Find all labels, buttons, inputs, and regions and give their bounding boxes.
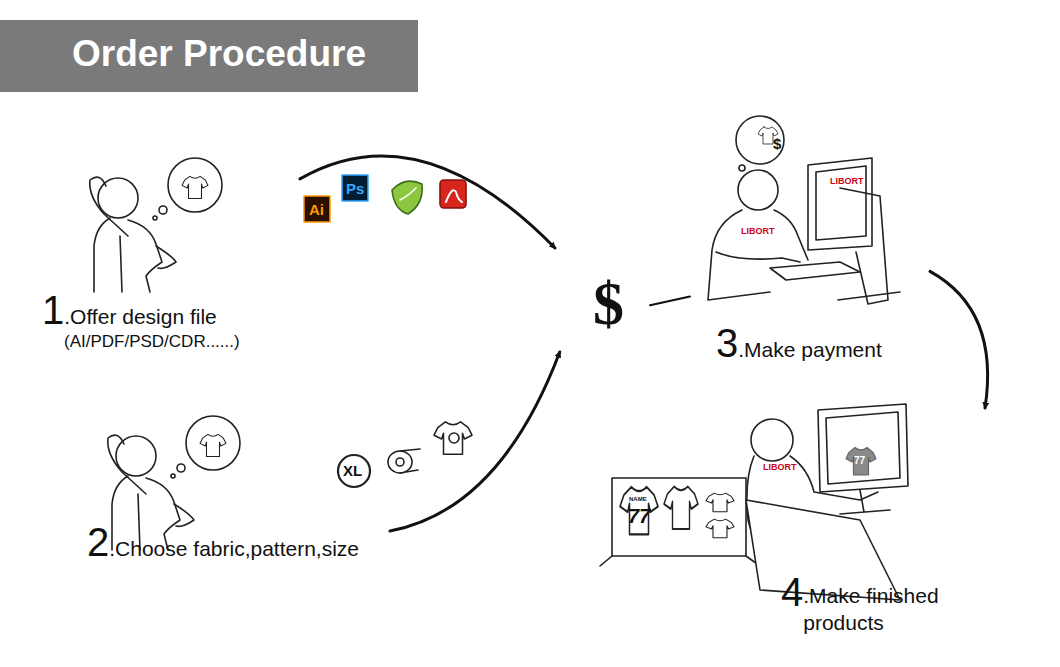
icon-label: LIBORT — [830, 177, 864, 186]
step-node: 1.Offer design file (AI/PDF/PSD/CDR......… — [40, 140, 300, 356]
step-label: .Choose fabric,pattern,size — [109, 537, 359, 560]
option-icons — [434, 422, 472, 454]
step4-figure — [751, 419, 793, 461]
file-icons — [400, 188, 416, 200]
step-caption: 3.Make payment — [716, 323, 882, 363]
step4-figure — [706, 493, 734, 512]
step4-figure — [826, 412, 900, 484]
option-icons — [400, 449, 420, 473]
step-label: .Offer design file — [64, 305, 217, 328]
option-icons — [338, 455, 370, 487]
step-number: 4 — [781, 570, 803, 614]
step2-figure — [108, 416, 240, 550]
step4-figure — [612, 478, 746, 556]
step1-figure — [90, 158, 222, 292]
step-node: $ — [555, 248, 650, 352]
step3-figure — [840, 188, 888, 304]
step-number: 3 — [716, 321, 738, 365]
step-caption: 2.Choose fabric,pattern,size — [87, 522, 359, 562]
icon-label: 77 — [854, 456, 865, 466]
file-icons — [392, 181, 422, 214]
step-caption: 4.Make finished products — [781, 572, 953, 637]
step-label: .Make finished products — [803, 582, 953, 637]
step3-figure — [816, 166, 866, 240]
file-icons — [440, 180, 466, 208]
step-label: .Make payment — [738, 338, 882, 361]
step3-figure — [808, 158, 872, 250]
step4-figure — [846, 448, 876, 475]
icon-label: $ — [773, 136, 781, 151]
step3-figure — [708, 116, 900, 304]
step3-figure — [736, 116, 784, 164]
step-node: 2.Choose fabric,pattern,size — [85, 400, 390, 568]
step4-figure — [620, 487, 658, 535]
file-icons — [446, 190, 462, 202]
option-icons — [396, 458, 404, 466]
step4-figure — [818, 404, 908, 492]
step4-figure — [664, 487, 698, 530]
option-icons — [388, 451, 412, 473]
icon-label: LIBORT — [741, 227, 775, 236]
flow-arrow — [300, 156, 555, 248]
step3-figure — [739, 165, 745, 171]
icon-label: Ps — [346, 181, 364, 196]
icon-label: LIBORT — [763, 463, 797, 472]
icon-label: Ai — [309, 202, 324, 217]
step3-figure — [708, 210, 770, 300]
step2-figure — [108, 416, 240, 550]
flow-arrow — [390, 352, 560, 531]
step3-figure — [774, 210, 808, 260]
step-node: 3.Make payment — [690, 105, 930, 369]
file-icons — [342, 175, 368, 201]
file-icons — [304, 175, 466, 222]
step-node: 4.Make finished products — [605, 408, 1000, 641]
flow-arrow — [930, 271, 988, 408]
step4-figure — [600, 556, 760, 566]
step4-figure — [600, 404, 908, 600]
step-number: 2 — [87, 520, 109, 564]
step3-figure — [738, 170, 778, 210]
step-number: 1 — [42, 288, 64, 332]
icon-label: 77 — [628, 506, 650, 526]
step3-figure — [838, 292, 900, 300]
step3-figure — [770, 262, 860, 280]
flow-arrow — [650, 296, 690, 305]
icon-label: NAME — [629, 496, 647, 502]
file-icons — [304, 196, 330, 222]
step4-figure — [706, 519, 734, 538]
icon-label: XL — [343, 463, 362, 478]
step4-figure — [840, 490, 890, 514]
option-icons — [338, 422, 472, 487]
option-icons — [449, 433, 459, 443]
step1-figure — [90, 158, 222, 292]
page-title: Order Procedure — [72, 33, 366, 75]
step-note: (AI/PDF/PSD/CDR......) — [64, 332, 240, 352]
step3-figure — [716, 252, 800, 262]
step-caption: 1.Offer design file (AI/PDF/PSD/CDR......… — [42, 290, 240, 352]
payment-symbol: $ — [593, 272, 624, 334]
